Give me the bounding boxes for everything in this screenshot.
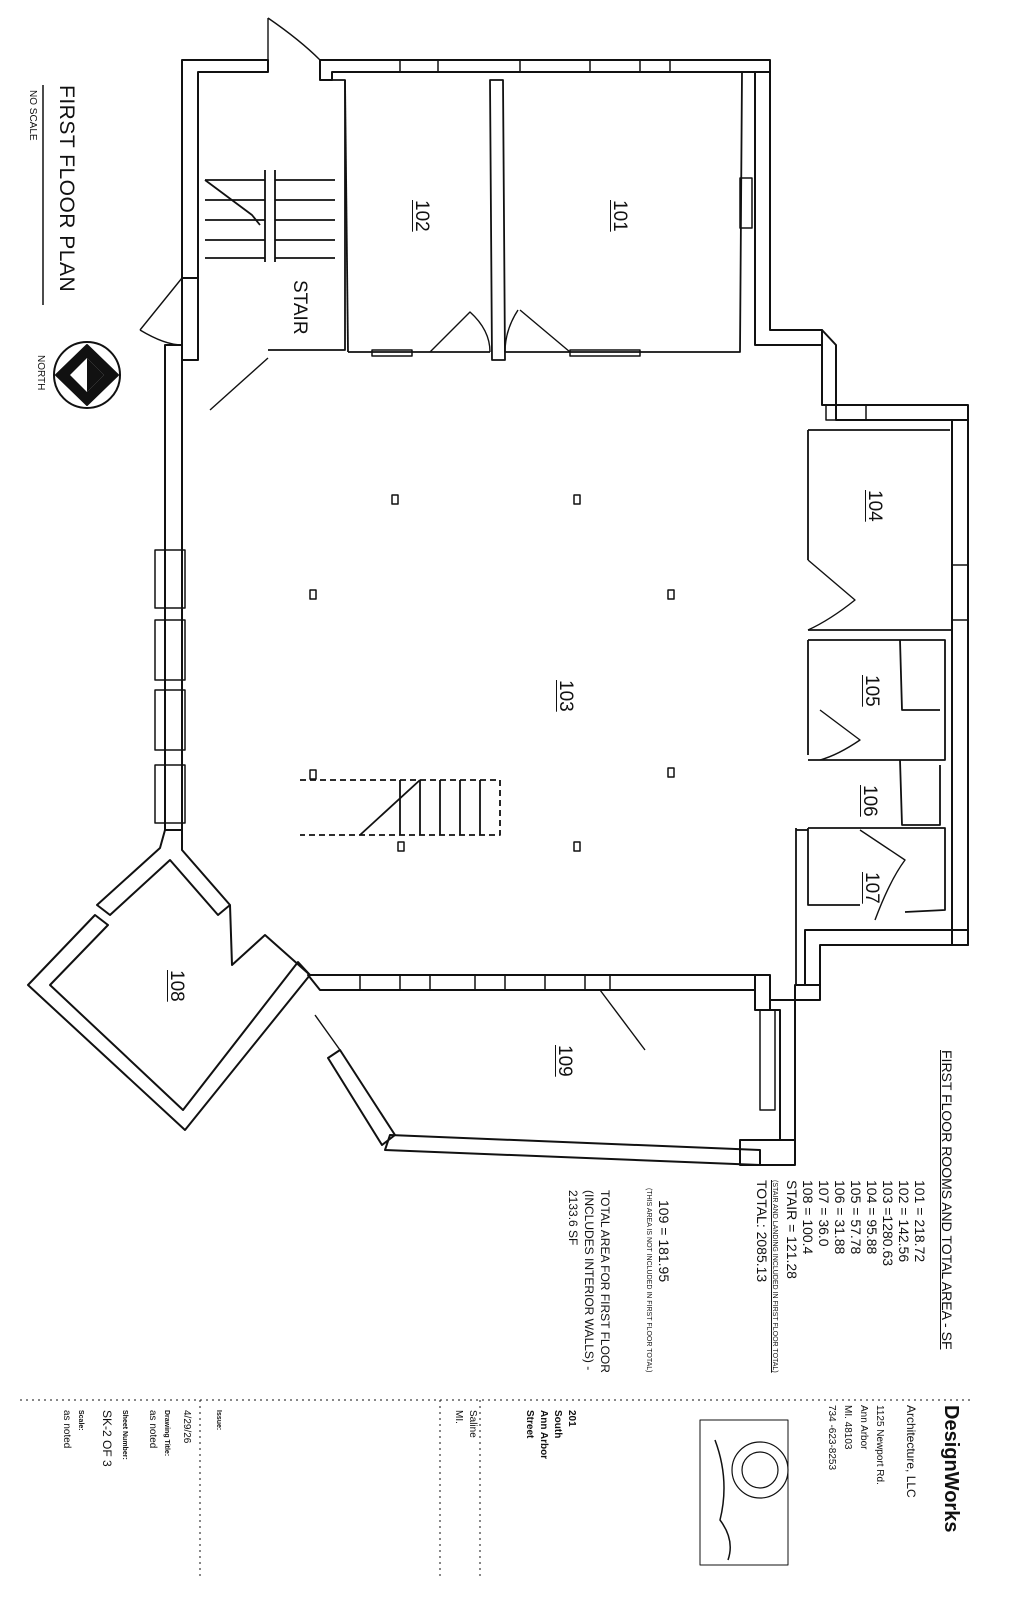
gross-area-line-3: 2133.6 SF (566, 1190, 580, 1246)
area-row-105: 105 = 57.78 (848, 1180, 864, 1255)
area-row-104: 104 = 95.88 (864, 1180, 880, 1255)
room-104-label: 104 (864, 490, 885, 522)
issue-label: Issue: (215, 1410, 222, 1431)
room-102-label: 102 (411, 200, 432, 232)
room-103-label: 103 (555, 680, 576, 712)
area-schedule-heading: FIRST FLOOR ROOMS AND TOTAL AREA - SF (939, 1050, 955, 1350)
gross-area-line-1: TOTAL AREA FOR FIRST FLOOR (598, 1190, 612, 1373)
issue-date: 4/29/26 (181, 1410, 192, 1444)
room-106-label: 106 (859, 785, 880, 817)
project-line-2: South (552, 1410, 563, 1439)
project-line-3: Ann Arbor (538, 1410, 549, 1460)
firm-address-3: MI. 48103 (842, 1405, 853, 1450)
area-row-106: 106 = 31.88 (832, 1180, 848, 1255)
north-arrow-icon (53, 341, 121, 409)
columns (309, 494, 675, 852)
sheet-number-value: SK-2 OF 3 (100, 1410, 114, 1467)
area-109-excluded-note: (THIS AREA IS NOT INCLUDED IN FIRST FLOO… (645, 1188, 652, 1373)
area-total: TOTAL: 2085.13 (754, 1180, 770, 1283)
interior-walls (204, 71, 952, 985)
area-row-101: 101 = 218.72 (912, 1180, 928, 1263)
scale-note: NO SCALE (27, 90, 38, 141)
room-109-label: 109 (554, 1045, 575, 1077)
area-row-103: 103 =1280.63 (880, 1180, 896, 1267)
area-row-stair: STAIR = 121.28 (784, 1180, 800, 1279)
north-label: NORTH (35, 355, 46, 391)
seal-stamp-icon (714, 1439, 789, 1561)
room-105-label: 105 (861, 675, 882, 707)
project-line-4: Street (524, 1410, 535, 1439)
project-line-6: MI. (453, 1410, 464, 1424)
room-107-label: 107 (861, 872, 882, 904)
scale-value: as noted (61, 1410, 72, 1449)
windows (154, 59, 969, 1111)
gross-area-line-2: (INCLUDES INTERIOR WALLS) - (582, 1190, 596, 1371)
stair-label: STAIR (289, 280, 310, 335)
drawing-title: FIRST FLOOR PLAN (55, 85, 78, 293)
area-row-108: 108 = 100.4 (800, 1180, 816, 1255)
firm-subtitle: Architecture, LLC (904, 1405, 918, 1498)
firm-address-2: Ann Arbor (858, 1405, 869, 1450)
drawing-title-label: Drawing Title: (163, 1410, 170, 1457)
stair-included-note: (STAIR AND LANDING INCLUDED IN FIRST FLO… (771, 1180, 778, 1373)
title-block-frame (20, 1399, 970, 1580)
area-row-107: 107 = 36.0 (816, 1180, 832, 1247)
firm-name: DesignWorks (940, 1405, 962, 1533)
room-101-label: 101 (609, 200, 630, 232)
scale-label: Scale: (77, 1410, 84, 1431)
area-row-109: 109 = 181.95 (656, 1200, 672, 1283)
firm-phone: 734 -623-8253 (826, 1405, 837, 1471)
doors (139, 17, 906, 1051)
drawing-title-value: as noted (147, 1410, 158, 1449)
project-line-5: Saline (467, 1410, 478, 1438)
sheet-number-label: Sheet Number: (121, 1410, 128, 1460)
firm-address-1: 1125 Newport Rd. (874, 1405, 885, 1485)
project-line-1: 201 (566, 1410, 577, 1427)
seal-box (699, 1419, 789, 1566)
room-108-label: 108 (166, 970, 187, 1002)
area-row-102: 102 = 142.56 (896, 1180, 912, 1263)
